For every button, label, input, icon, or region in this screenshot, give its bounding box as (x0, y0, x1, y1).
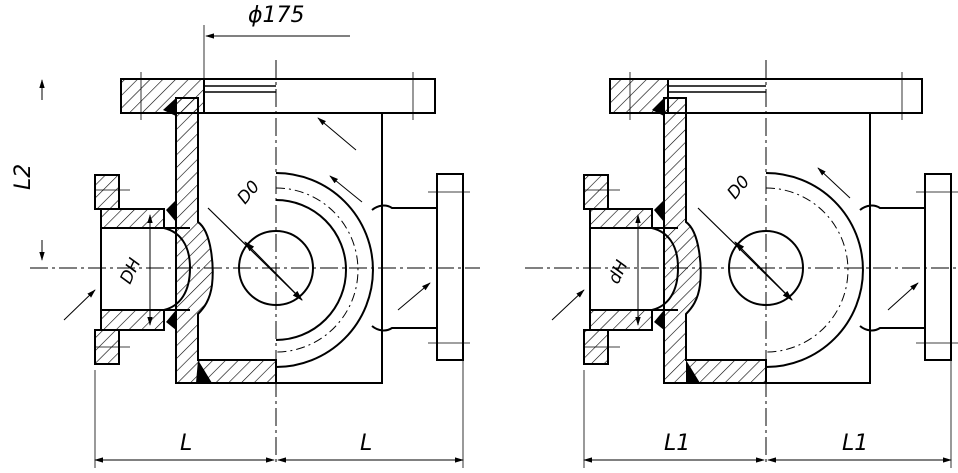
left-view: ϕ175 L2 L L DН D0 (11, 3, 480, 468)
main-body-outline-right (728, 112, 958, 384)
length-right-label-right: L1 (842, 431, 868, 456)
flange-diameter-label: ϕ175 (248, 3, 305, 28)
main-body-outline (238, 112, 470, 384)
right-view: L1 L1 dН D0 (525, 60, 958, 468)
main-body-section (163, 97, 277, 384)
bore-diameter-label-right: D0 (724, 172, 755, 203)
outer-diameter-label: DН (116, 255, 145, 287)
length-left-label-right: L1 (664, 431, 690, 456)
length-right-label: L (360, 431, 372, 456)
main-body-section-right (652, 97, 767, 384)
outer-diameter-label-right: dН (604, 257, 632, 287)
bore-diameter-label: D0 (234, 177, 265, 208)
height-l2-label: L2 (11, 164, 36, 190)
length-left-label: L (180, 431, 192, 456)
